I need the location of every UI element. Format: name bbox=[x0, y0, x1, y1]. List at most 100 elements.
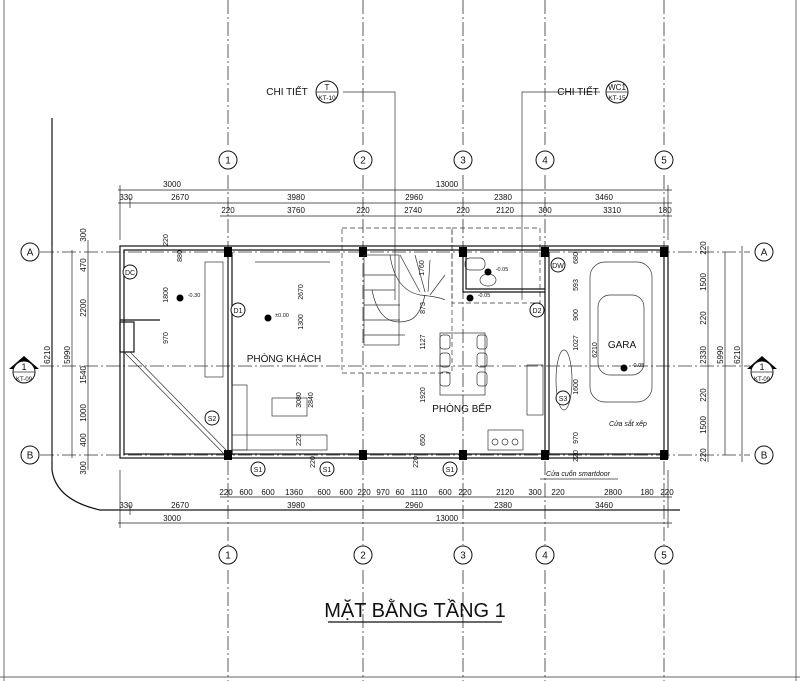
dimension-label: 300 bbox=[79, 228, 88, 242]
drawing-title: MẶT BẰNG TẦNG 1 bbox=[324, 598, 506, 622]
columns bbox=[224, 247, 668, 460]
room-label-living: PHÒNG KHÁCH bbox=[247, 352, 321, 365]
grid-column-label: 1 bbox=[225, 156, 231, 167]
detail-sheet: KT-10 bbox=[318, 95, 336, 102]
door-window-tag-label: S1 bbox=[254, 467, 263, 474]
room-label-garage: GARA bbox=[608, 340, 637, 351]
dimension-label: 220 bbox=[699, 388, 708, 402]
dimension-label: 2670 bbox=[171, 193, 189, 202]
grid-column-label: 3 bbox=[460, 551, 466, 562]
dimension-label: 650 bbox=[420, 434, 427, 446]
grid-row-bubble bbox=[20, 242, 40, 262]
grid-column-bubble bbox=[654, 545, 674, 565]
dimension-label: 3080 bbox=[296, 392, 303, 408]
dimension-label: 1000 bbox=[79, 404, 88, 422]
dimension-label: 2670 bbox=[171, 501, 189, 510]
grid-row-bubble bbox=[754, 242, 774, 262]
level-value: -0.30 bbox=[188, 293, 201, 299]
grid-row-label: A bbox=[761, 248, 768, 259]
dimension-label: 220 bbox=[699, 311, 708, 325]
dimension-label: 880 bbox=[177, 250, 184, 262]
detail-leader-wc bbox=[521, 91, 600, 300]
dimension-label: 5990 bbox=[63, 346, 72, 364]
detail-number: WC1 bbox=[608, 83, 626, 92]
dimension-label: 13000 bbox=[436, 514, 459, 523]
dimension-label: 220 bbox=[221, 206, 235, 215]
car-outline bbox=[589, 261, 653, 403]
dimension-label: 2800 bbox=[604, 488, 622, 497]
dimension-label: 2120 bbox=[496, 206, 514, 215]
level-marker-icon bbox=[264, 314, 272, 322]
door-window-tag bbox=[529, 302, 545, 318]
dimension-label: 2740 bbox=[404, 206, 422, 215]
grid-column-bubble bbox=[535, 150, 555, 170]
level-marker-icon bbox=[484, 268, 492, 276]
level-marker-icon bbox=[176, 294, 184, 302]
dimension-label: 2670 bbox=[298, 284, 305, 300]
dimension-label: 1127 bbox=[420, 334, 427, 349]
door-window-tag bbox=[319, 461, 335, 477]
dimension-label: 330 bbox=[119, 501, 133, 510]
detail-sheet: KT-15 bbox=[608, 95, 626, 102]
roller-door-label: Cửa cuốn smartdoor bbox=[546, 470, 611, 478]
dimension-label: 970 bbox=[163, 332, 170, 344]
level-value: ±0.00 bbox=[275, 313, 289, 319]
grid-column-bubble bbox=[453, 150, 473, 170]
grid-column-label: 5 bbox=[661, 156, 667, 167]
dimension-label: 600 bbox=[438, 488, 452, 497]
dimension-label: 970 bbox=[376, 488, 390, 497]
dimension-label: 600 bbox=[339, 488, 353, 497]
grid-column-bubble bbox=[353, 545, 373, 565]
dimension-label: 220 bbox=[660, 488, 674, 497]
dimension-label: 600 bbox=[317, 488, 331, 497]
dimension-label: 1027 bbox=[573, 335, 580, 351]
dimension-label: 2380 bbox=[494, 501, 512, 510]
grid-column-label: 2 bbox=[360, 156, 366, 167]
dimension-label: 3760 bbox=[287, 206, 305, 215]
dimension-label: 220 bbox=[699, 241, 708, 255]
grid-row-label: B bbox=[761, 451, 768, 462]
grid-column-label: 1 bbox=[225, 551, 231, 562]
door-window-tag bbox=[442, 461, 458, 477]
dimension-label: 220 bbox=[310, 456, 317, 468]
dimension-label: 300 bbox=[538, 206, 552, 215]
dimension-label: 2840 bbox=[308, 392, 315, 408]
dimension-label: 300 bbox=[528, 488, 542, 497]
grid-column-label: 5 bbox=[661, 551, 667, 562]
grid-column-bubble bbox=[453, 545, 473, 565]
grid-column-label: 2 bbox=[360, 551, 366, 562]
dimension-label: 6210 bbox=[592, 342, 599, 358]
grid-column-bubble bbox=[654, 150, 674, 170]
door-window-tag-label: S1 bbox=[446, 467, 455, 474]
dimension-label: 2960 bbox=[405, 501, 423, 510]
folding-gate-label: Cửa sắt xếp bbox=[609, 419, 647, 428]
dimension-label: 220 bbox=[573, 450, 580, 462]
dimension-label: 6210 bbox=[733, 346, 742, 364]
furniture bbox=[231, 257, 653, 451]
grid-column-bubble bbox=[353, 150, 373, 170]
dimension-label: 1760 bbox=[419, 260, 426, 276]
dimension-label: 470 bbox=[79, 258, 88, 272]
dimension-label: 1540 bbox=[79, 366, 88, 384]
room-label-kitchen: PHÒNG BẾP bbox=[432, 402, 492, 415]
detail-callout-label: CHI TIẾT bbox=[266, 85, 307, 98]
dimension-label: 600 bbox=[261, 488, 275, 497]
dimension-label: 680 bbox=[573, 252, 580, 264]
walls bbox=[119, 245, 669, 459]
dimension-label: 1300 bbox=[298, 314, 305, 330]
staircase bbox=[363, 254, 446, 346]
dimension-label: 400 bbox=[79, 433, 88, 447]
dimension-label: 3000 bbox=[163, 514, 181, 523]
dimension-label: 220 bbox=[456, 206, 470, 215]
dimension-label: 180 bbox=[640, 488, 654, 497]
grid-column-label: 4 bbox=[542, 156, 548, 167]
dimension-label: 2200 bbox=[79, 299, 88, 317]
dimension-label: 1360 bbox=[285, 488, 303, 497]
grid-column-label: 4 bbox=[542, 551, 548, 562]
dimension-label: 330 bbox=[119, 193, 133, 202]
detail-number: T bbox=[325, 83, 330, 92]
dimension-label: 300 bbox=[79, 461, 88, 475]
dimension-label: 3980 bbox=[287, 501, 305, 510]
door-window-tag-label: DW bbox=[552, 263, 564, 270]
